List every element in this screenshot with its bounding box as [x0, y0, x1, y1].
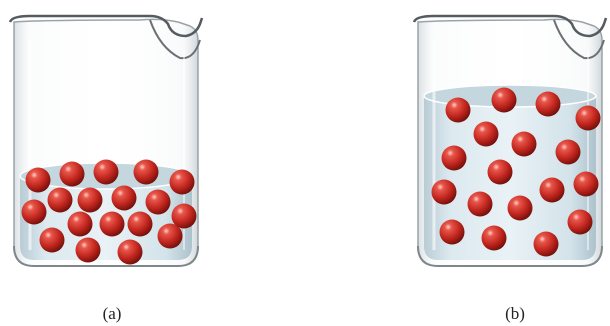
particle-icon [488, 160, 513, 185]
particle-icon [94, 160, 119, 185]
particle-icon [536, 92, 561, 117]
particle-icon [40, 228, 65, 253]
particle-icon [158, 224, 183, 249]
particle-icon [118, 240, 143, 265]
particle-icon [574, 172, 599, 197]
particle-icon [446, 98, 471, 123]
particle-icon [556, 140, 581, 165]
particle-icon [474, 122, 499, 147]
particle-icon [432, 180, 457, 205]
beaker-b [414, 16, 606, 266]
particle-icon [78, 188, 103, 213]
beaker-a [10, 16, 202, 266]
particle-icon [540, 178, 565, 203]
particle-icon [100, 212, 125, 237]
particle-icon [146, 190, 171, 215]
particle-icon [534, 232, 559, 257]
particle-icon [112, 186, 137, 211]
particle-icon [68, 212, 93, 237]
particle-icon [128, 212, 153, 237]
particle-icon [508, 196, 533, 221]
particle-icon [134, 160, 159, 185]
particle-icon [482, 226, 507, 251]
particle-icon [48, 188, 73, 213]
particle-icon [568, 210, 593, 235]
particle-icon [576, 106, 601, 131]
caption-b: (b) [495, 304, 535, 324]
particle-icon [442, 146, 467, 171]
caption-a: (a) [92, 304, 132, 324]
particle-icon [60, 162, 85, 187]
particle-icon [468, 192, 493, 217]
particle-icon [492, 88, 517, 113]
particle-icon [170, 170, 195, 195]
particle-icon [26, 168, 51, 193]
particle-icon [76, 238, 101, 263]
particle-icon [440, 220, 465, 245]
particle-icon [512, 132, 537, 157]
particle-icon [22, 200, 47, 225]
